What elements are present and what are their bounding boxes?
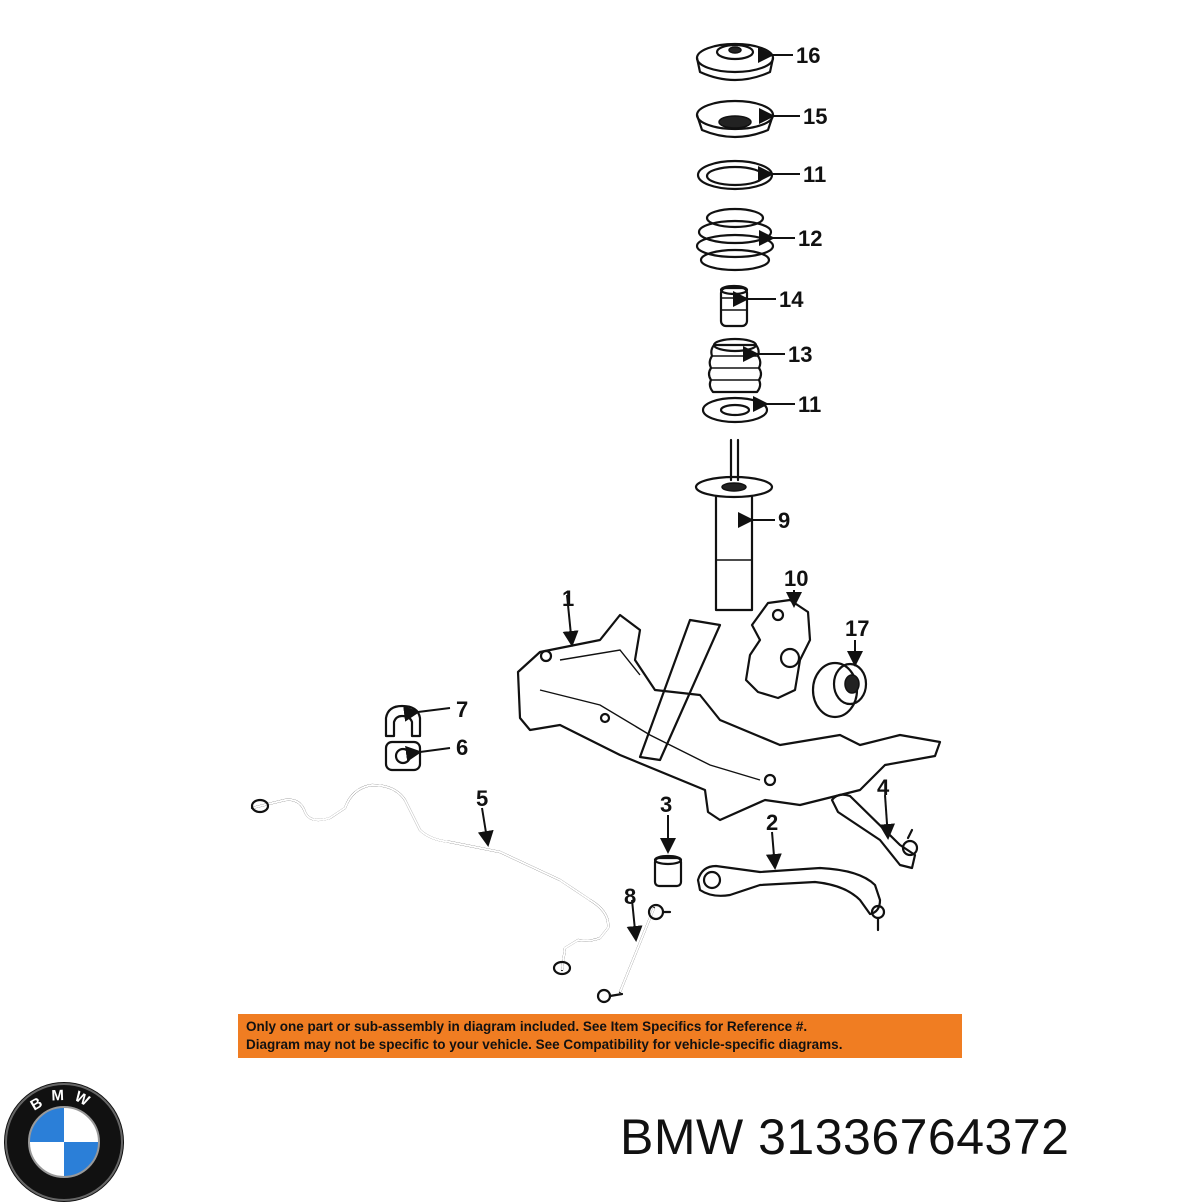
part-7-stabilizer-bracket: 7 (384, 697, 468, 738)
notice-line-2: Diagram may not be specific to your vehi… (246, 1037, 843, 1052)
part-5-stabilizer-bar: 5 (250, 783, 610, 976)
part-2-control-arm: 2 (696, 810, 886, 932)
callout-13: 13 (788, 342, 812, 367)
callout-9: 9 (778, 508, 790, 533)
callout-17: 17 (845, 616, 869, 641)
part-4-tension-strut: 4 (830, 775, 919, 870)
part-10-steering-knuckle: 10 (744, 566, 812, 700)
callout-10: 10 (784, 566, 808, 591)
callout-7: 7 (456, 697, 468, 722)
part-6-stabilizer-bushing: 6 (384, 735, 468, 772)
part-8-stabilizer-link: 8 (596, 884, 672, 1004)
callout-5: 5 (476, 786, 488, 811)
callout-15: 15 (803, 104, 827, 129)
callout-11-lower: 11 (798, 392, 821, 417)
compatibility-notice: Only one part or sub-assembly in diagram… (238, 1014, 962, 1058)
callout-16: 16 (796, 43, 820, 68)
part-1-subframe: 1 (516, 586, 942, 822)
callout-14: 14 (779, 287, 804, 312)
part-9-strut: 9 (694, 438, 790, 612)
callout-2: 2 (766, 810, 778, 835)
bmw-logo-icon: BMW (4, 1082, 124, 1202)
callout-4: 4 (877, 775, 890, 800)
part-14-bump-stop: 14 (719, 284, 804, 328)
callout-6: 6 (456, 735, 468, 760)
part-11-spring-pad-upper: 11 (696, 159, 826, 191)
part-17-wheel-hub: 17 (811, 616, 869, 719)
callout-11-upper: 11 (803, 162, 826, 187)
callout-12: 12 (798, 226, 822, 251)
callout-8: 8 (624, 884, 636, 909)
part-16-strut-mount: 16 (695, 42, 820, 82)
part-15-spring-seat: 15 (695, 99, 827, 139)
part-number-title: BMW 31336764372 (620, 1109, 1070, 1165)
callout-3: 3 (660, 792, 672, 817)
notice-line-1: Only one part or sub-assembly in diagram… (246, 1019, 808, 1034)
part-12-coil-spring: 12 (695, 207, 822, 272)
part-13-dust-boot: 13 (707, 337, 812, 394)
part-3-control-arm-bushing: 3 (653, 792, 683, 888)
callout-1: 1 (562, 586, 574, 611)
part-11-spring-pad-lower: 11 (701, 392, 821, 424)
